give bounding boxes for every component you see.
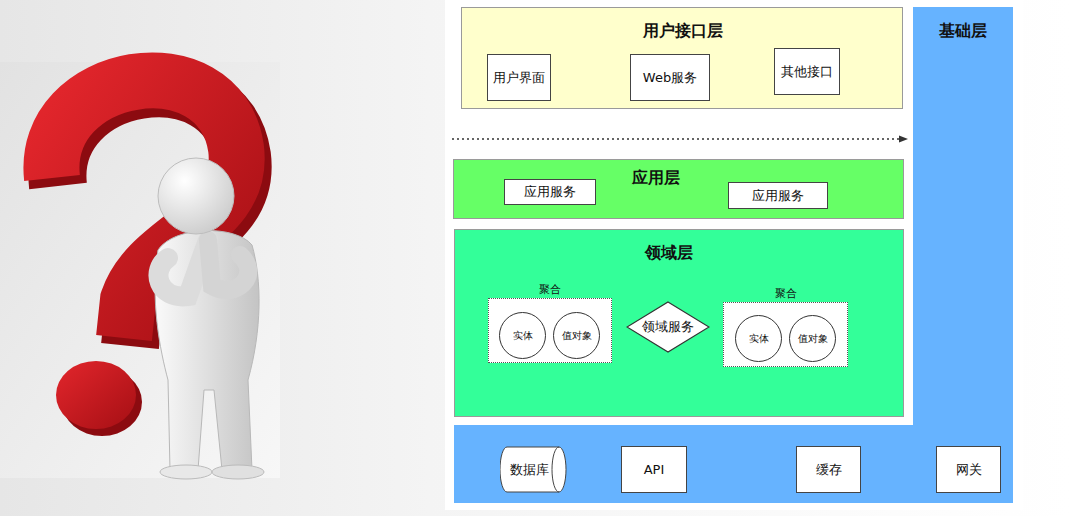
node-label: 用户接口层 — [643, 21, 723, 42]
node-label: 应用服务 — [524, 183, 576, 201]
component-box: 其他接口 — [774, 48, 840, 95]
node-label: 基础层 — [939, 21, 987, 42]
layer-band: 领域层聚合实体 值对象 领域服务 聚合实体 值对象 — [454, 229, 904, 417]
object-circle: 实体 — [735, 315, 782, 362]
node-label: 领域服务 — [642, 318, 694, 336]
node-label: 领域层 — [645, 243, 693, 264]
component-box: 缓存 — [796, 446, 861, 493]
component-box: Web服务 — [630, 54, 710, 101]
node-label: 缓存 — [816, 461, 842, 479]
object-circle: 实体 — [499, 312, 546, 359]
component-box: 应用服务 — [728, 182, 828, 209]
component-box: 用户界面 — [487, 54, 551, 101]
object-circle: 值对象 — [553, 312, 600, 359]
node-label: 数据库 — [510, 461, 549, 479]
diagram-ground — [445, 0, 1023, 510]
thinking-figure — [155, 158, 264, 479]
object-circle: 值对象 — [789, 315, 836, 362]
component-box: 网关 — [936, 446, 1001, 493]
layer-band: 用户接口层用户界面 Web服务 其他接口 — [461, 7, 903, 109]
dotted-arrow — [452, 136, 908, 143]
component-box: 应用服务 — [504, 179, 596, 205]
node-label: 值对象 — [562, 329, 592, 343]
photo-ground — [0, 62, 280, 478]
node-label: 其他接口 — [781, 63, 833, 81]
node-label: 用户界面 — [493, 69, 545, 87]
layer-band: 应用层应用服务 应用服务 — [453, 159, 904, 219]
component-box: API — [621, 446, 687, 493]
database-cylinder: 数据库 — [500, 446, 567, 493]
node-label: API — [644, 462, 665, 477]
node-label: 实体 — [513, 329, 533, 343]
node-label: 网关 — [956, 461, 982, 479]
node-label: 应用服务 — [752, 187, 804, 205]
node-label: Web服务 — [643, 69, 697, 87]
node-label: 实体 — [749, 332, 769, 346]
node-label: 值对象 — [798, 332, 828, 346]
node-label: 聚合 — [539, 282, 561, 297]
node-label: 聚合 — [775, 286, 797, 301]
service-diamond: 领域服务 — [626, 301, 710, 353]
node-label: 应用层 — [632, 168, 680, 189]
aggregate-box: 聚合实体值对象 — [488, 298, 612, 363]
aggregate-box: 聚合实体值对象 — [723, 302, 848, 367]
